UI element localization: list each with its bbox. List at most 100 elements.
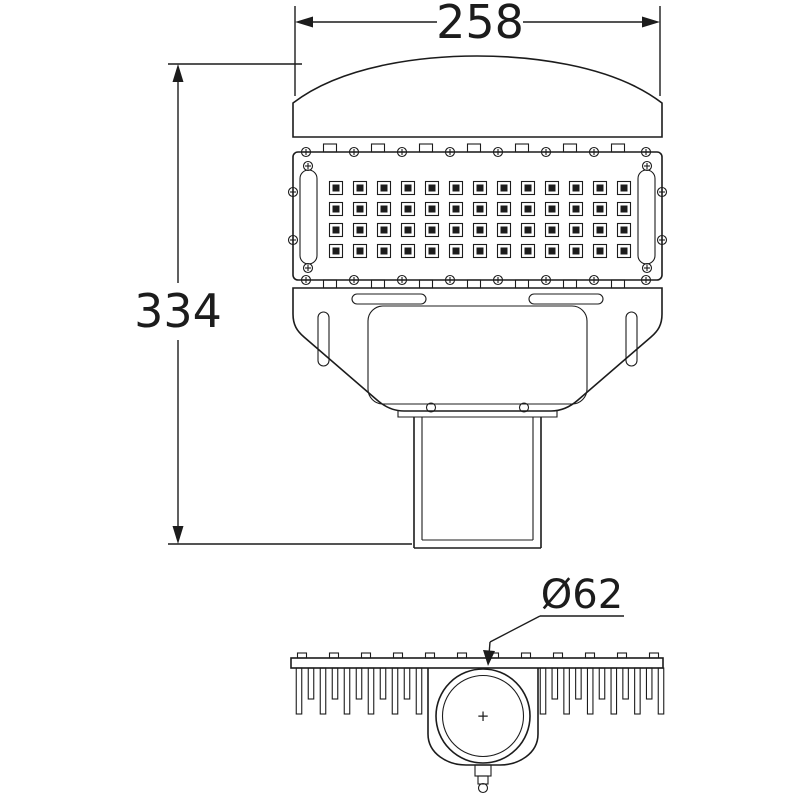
led-die bbox=[380, 226, 388, 234]
screw-icon bbox=[588, 146, 600, 158]
screw-icon bbox=[641, 160, 653, 172]
led-die bbox=[500, 247, 508, 255]
led-die bbox=[476, 247, 484, 255]
led-die bbox=[356, 226, 364, 234]
led-die bbox=[524, 226, 532, 234]
led-outline bbox=[568, 222, 584, 238]
led-chip bbox=[472, 243, 488, 259]
led-chip bbox=[568, 180, 584, 196]
led-outline bbox=[616, 180, 632, 196]
led-chip bbox=[400, 243, 416, 259]
led-die bbox=[572, 226, 580, 234]
led-chip bbox=[568, 201, 584, 217]
led-die bbox=[548, 247, 556, 255]
led-die bbox=[356, 205, 364, 213]
led-outline bbox=[472, 222, 488, 238]
led-die bbox=[332, 226, 340, 234]
led-outline bbox=[424, 243, 440, 259]
screw-icon bbox=[300, 146, 312, 158]
heatsink-fin bbox=[331, 667, 339, 700]
led-die bbox=[596, 184, 604, 192]
led-outline bbox=[568, 180, 584, 196]
panel-tabs-top bbox=[322, 143, 626, 153]
led-outline bbox=[400, 201, 416, 217]
led-outline bbox=[592, 243, 608, 259]
led-outline bbox=[568, 243, 584, 259]
body-cover-plate bbox=[367, 305, 588, 405]
led-die bbox=[404, 184, 412, 192]
led-outline bbox=[352, 201, 368, 217]
heatsink-fin bbox=[586, 667, 594, 715]
led-outline bbox=[496, 243, 512, 259]
plate-bump bbox=[392, 652, 404, 659]
led-die bbox=[500, 226, 508, 234]
led-chip bbox=[376, 243, 392, 259]
led-chip bbox=[424, 243, 440, 259]
led-outline bbox=[472, 180, 488, 196]
led-chip bbox=[424, 222, 440, 238]
panel-tab bbox=[562, 279, 578, 289]
heatsink-fin bbox=[391, 667, 399, 715]
led-die bbox=[572, 247, 580, 255]
heatsink-fin bbox=[403, 667, 411, 700]
diameter-dimension-label: Ø62 bbox=[541, 572, 623, 618]
bracket-screw-hole-left bbox=[425, 402, 437, 413]
circle-center-mark: + bbox=[477, 707, 490, 725]
led-outline bbox=[520, 222, 536, 238]
screw-icon bbox=[348, 274, 360, 286]
screw-icon bbox=[492, 274, 504, 286]
led-die bbox=[404, 226, 412, 234]
led-chip bbox=[400, 222, 416, 238]
led-outline bbox=[520, 243, 536, 259]
arrow-up-icon bbox=[172, 64, 184, 82]
led-chip bbox=[520, 243, 536, 259]
led-die bbox=[620, 184, 628, 192]
led-chip bbox=[520, 180, 536, 196]
led-outline bbox=[424, 180, 440, 196]
dimension-diameter: Ø62 bbox=[483, 572, 624, 666]
led-outline bbox=[496, 180, 512, 196]
led-die bbox=[620, 226, 628, 234]
led-outline bbox=[328, 180, 344, 196]
led-outline bbox=[496, 222, 512, 238]
lamp-side-view: + bbox=[290, 652, 665, 794]
screw-icon bbox=[348, 146, 360, 158]
leader-diagonal bbox=[489, 615, 541, 643]
led-outline bbox=[424, 222, 440, 238]
led-chip bbox=[496, 180, 512, 196]
plate-bump bbox=[424, 652, 436, 659]
screw-icon bbox=[287, 234, 299, 246]
led-chip bbox=[328, 201, 344, 217]
led-outline bbox=[376, 222, 392, 238]
led-die bbox=[428, 184, 436, 192]
led-die bbox=[356, 247, 364, 255]
screw-icon bbox=[302, 160, 314, 172]
plate-bump bbox=[648, 652, 660, 659]
screw-icon bbox=[492, 146, 504, 158]
body-slot-top-right bbox=[528, 293, 604, 305]
body-slot-side-left bbox=[317, 311, 330, 367]
screw-icon bbox=[396, 146, 408, 158]
led-chip bbox=[352, 180, 368, 196]
panel-tab bbox=[322, 143, 338, 153]
led-die bbox=[572, 205, 580, 213]
led-die bbox=[332, 205, 340, 213]
led-chip bbox=[352, 201, 368, 217]
led-chip bbox=[520, 222, 536, 238]
led-chip bbox=[568, 243, 584, 259]
plate-bump bbox=[296, 652, 308, 659]
plate-bump bbox=[520, 652, 532, 659]
arrow-down-icon bbox=[172, 526, 184, 544]
dimension-width: 258 bbox=[294, 0, 661, 96]
led-die bbox=[380, 184, 388, 192]
panel-tab bbox=[418, 143, 434, 153]
heatsink-fin bbox=[295, 667, 303, 715]
led-chip bbox=[592, 201, 608, 217]
led-die bbox=[404, 247, 412, 255]
led-die bbox=[332, 247, 340, 255]
led-chip bbox=[568, 222, 584, 238]
led-die bbox=[620, 247, 628, 255]
heatsink-fin bbox=[551, 667, 559, 700]
heatsink-fin bbox=[367, 667, 375, 715]
panel-tab bbox=[610, 143, 626, 153]
